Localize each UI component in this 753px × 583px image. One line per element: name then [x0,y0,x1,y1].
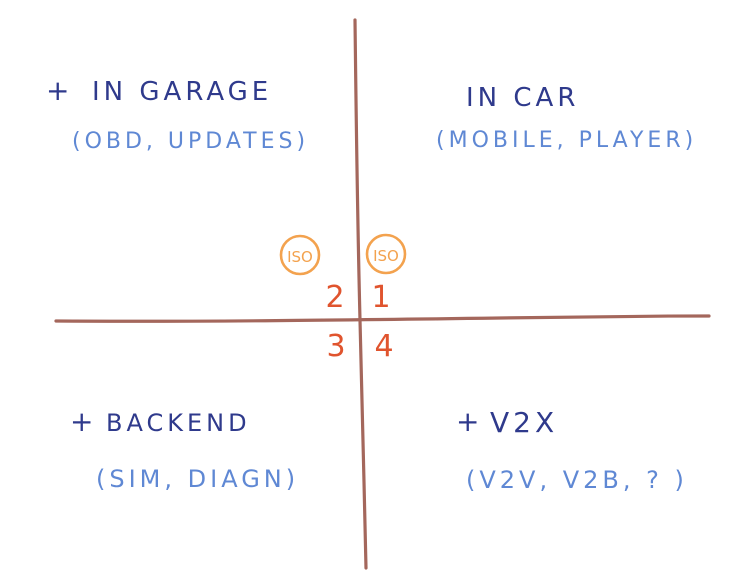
v2x-plus: + [456,405,483,438]
in-garage-plus: + [46,74,73,107]
iso-badge-q1-label: ISO [373,247,399,265]
v2x-subtitle: (V2V, V2B, ? ) [466,466,688,494]
iso-badge-q1: ISO [365,233,407,275]
quadrant-in-garage: + IN GARAGE (OBD, UPDATES) [46,74,309,154]
quadrant-in-car: IN CAR (MOBILE, PLAYER) [436,83,697,153]
backend-title: BACKEND [106,409,251,437]
in-garage-title: IN GARAGE [92,77,272,107]
backend-subtitle: (SIM, DIAGN) [96,465,299,493]
horizontal-axis [54,314,711,323]
iso-badge-q2-label: ISO [287,248,313,266]
quadrant-number-2: 2 [325,280,344,315]
quadrant-number-1: 1 [371,280,390,315]
v2x-title: V2X [490,406,558,439]
quadrant-v2x: + V2X (V2V, V2B, ? ) [456,405,688,494]
in-car-title: IN CAR [466,83,579,113]
quadrant-number-4: 4 [374,329,393,364]
quadrant-backend: + BACKEND (SIM, DIAGN) [70,405,299,493]
in-garage-subtitle: (OBD, UPDATES) [72,129,309,154]
iso-badge-q2: ISO [279,234,321,276]
vertical-axis [353,18,368,570]
backend-plus: + [70,405,97,438]
quadrant-number-3: 3 [326,329,345,364]
in-car-subtitle: (MOBILE, PLAYER) [436,128,697,153]
